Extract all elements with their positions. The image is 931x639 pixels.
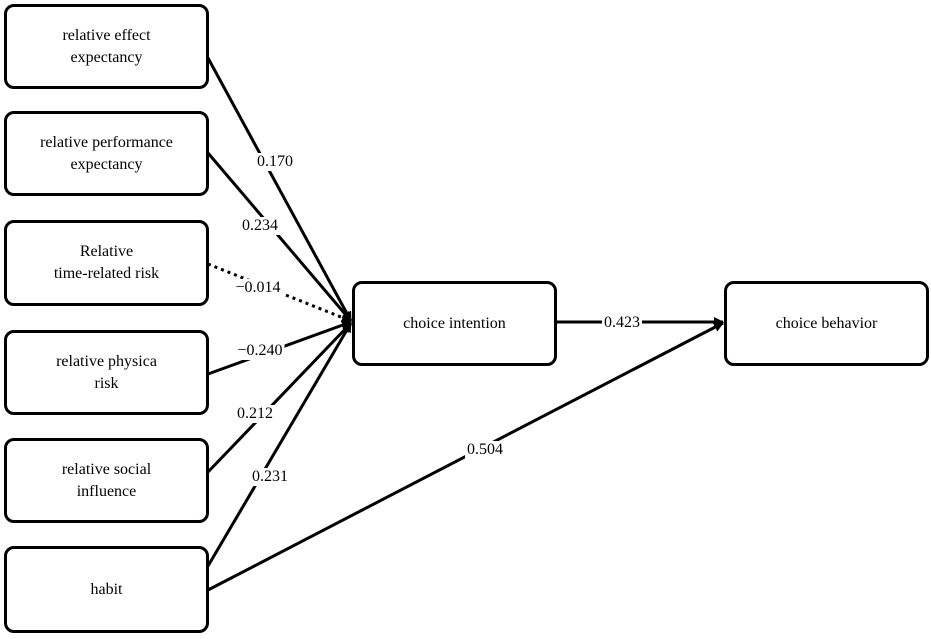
- arrow-time-risk-intention: [207, 262, 352, 323]
- coef-habit-intention: 0.231: [250, 468, 290, 486]
- node-relative-physical-risk: relative physica risk: [4, 330, 209, 415]
- node-relative-effect-expectancy: relative effect expectancy: [4, 4, 209, 89]
- node-relative-social-influence: relative social influence: [4, 438, 209, 523]
- arrow-performance-intention: [206, 152, 353, 322]
- arrow-habit-intention: [206, 322, 353, 567]
- node-relative-performance-expectancy: relative performance expectancy: [4, 111, 209, 196]
- coef-performance-intention: 0.234: [240, 217, 280, 235]
- coef-effect-intention: 0.170: [255, 153, 295, 171]
- coef-intention-behavior: 0.423: [602, 314, 642, 332]
- coef-physical-risk-intention: −0.240: [235, 342, 285, 360]
- node-habit: habit: [4, 546, 209, 633]
- node-relative-time-related-risk: Relative time-related risk: [4, 220, 209, 306]
- coef-time-risk-intention: −0.014: [233, 279, 283, 297]
- coef-social-intention: 0.212: [235, 405, 275, 423]
- arrow-social-intention: [206, 321, 353, 474]
- coef-habit-behavior: 0.504: [465, 441, 505, 459]
- node-choice-intention: choice intention: [352, 281, 557, 366]
- node-choice-behavior: choice behavior: [724, 281, 929, 366]
- arrow-effect-intention: [206, 57, 353, 322]
